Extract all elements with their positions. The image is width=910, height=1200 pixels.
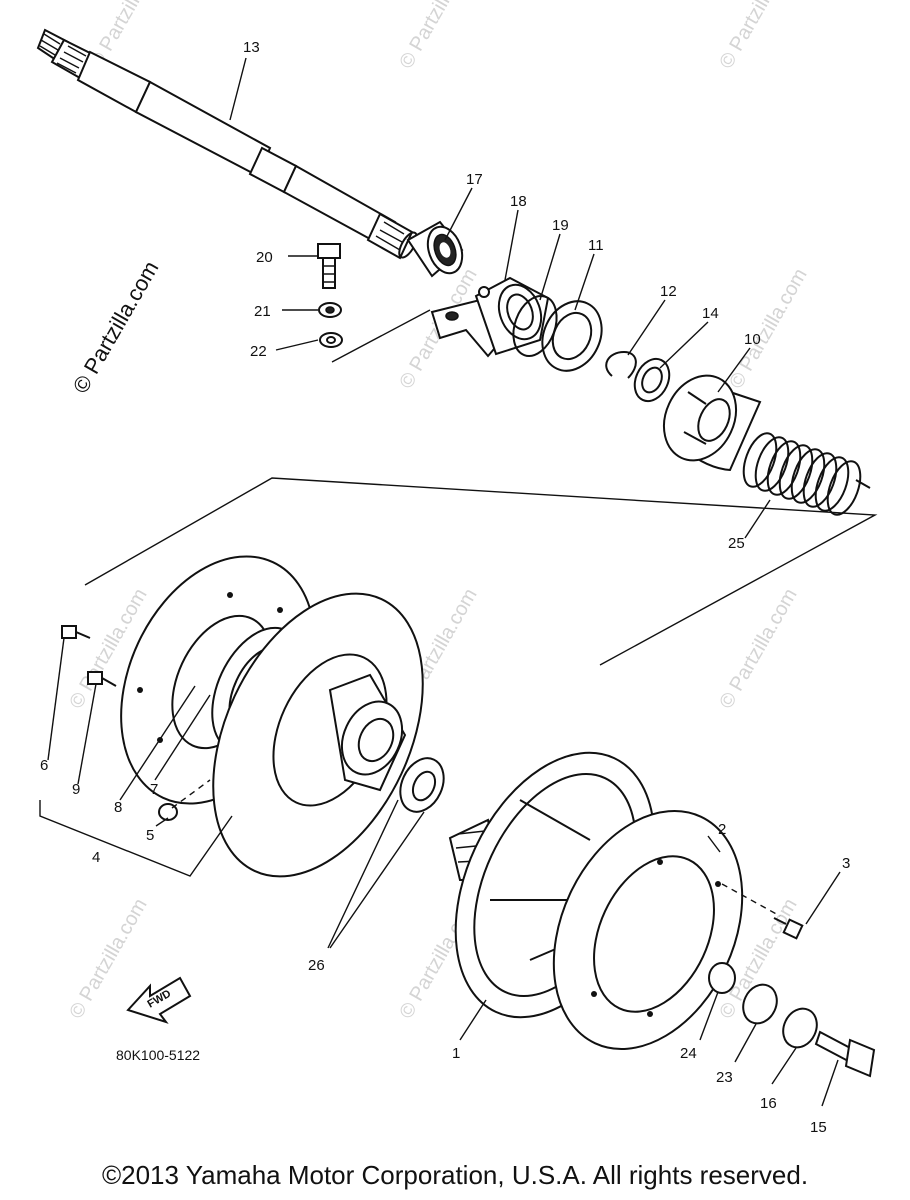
leader-lines [39,57,841,1107]
callout-3: 3 [842,855,850,872]
part-washer [541,300,603,372]
callout-25: 25 [728,535,745,552]
watermark: © Partzilla.com [715,0,801,72]
callout-11: 11 [588,237,604,254]
watermark: © Partzilla.com [715,585,801,713]
callout-13: 13 [243,39,260,56]
callout-6: 6 [40,757,48,774]
callout-8: 8 [114,799,122,816]
callout-14: 14 [702,305,719,322]
callout-18: 18 [510,193,527,210]
callout-7: 7 [150,781,158,798]
exploded-parts-diagram: © Partzilla.com © Partzilla.com © Partzi… [36,0,878,1136]
callout-4: 4 [92,849,100,866]
part-cover-plate [552,810,744,1050]
copyright-notice: ©2013 Yamaha Motor Corporation, U.S.A. A… [101,1160,809,1190]
watermark-vertical: © Partzilla.com [68,257,164,398]
callout-16: 16 [760,1095,777,1112]
watermark: © Partzilla.com [725,265,811,393]
part-screw [721,883,804,940]
assembly-outline [84,477,878,666]
callout-2: 2 [718,821,726,838]
part-shaft [36,28,418,260]
callout-20: 20 [256,249,273,266]
callout-23: 23 [716,1069,733,1086]
part-circlip-washer [605,350,671,403]
callout-24: 24 [680,1045,697,1062]
fwd-arrow-icon: FWD [126,976,192,1024]
watermark: © Partzilla.com [395,0,481,72]
part-cam [663,374,762,472]
callout-15: 15 [810,1119,827,1136]
callout-12: 12 [660,283,677,300]
part-bushings [399,757,445,813]
callout-26: 26 [308,957,325,974]
part-bolt-washers [317,243,343,348]
callout-22: 22 [250,343,267,360]
callout-5: 5 [146,827,154,844]
callout-19: 19 [552,217,569,234]
callout-10: 10 [744,331,761,348]
part-collar-washers-bolt [708,962,876,1078]
part-bearing [406,220,464,278]
callout-17: 17 [466,171,483,188]
callout-1: 1 [452,1045,460,1062]
part-spring [742,432,871,516]
part-small-bolts [61,625,178,821]
callout-21: 21 [254,303,271,320]
callout-9: 9 [72,781,80,798]
drawing-code: 80K100-5122 [116,1047,200,1063]
callout-labels: 13 17 18 19 11 12 14 10 25 20 21 22 6 9 … [40,39,850,1136]
part-moving-sheave [212,592,424,878]
